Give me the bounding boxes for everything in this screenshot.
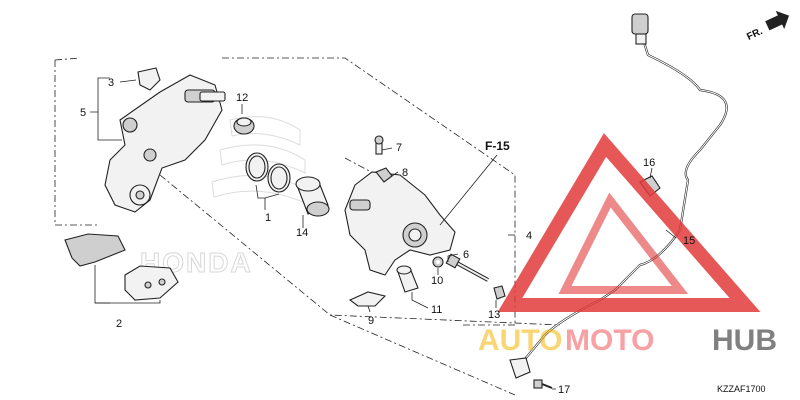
watermark-hub: HUB — [712, 324, 777, 357]
retainer-clip — [137, 67, 161, 91]
piston-part — [295, 176, 330, 217]
leader-lines — [90, 77, 677, 390]
callout-16: 16 — [643, 157, 655, 169]
front-direction-label: FR. — [745, 26, 764, 43]
washer-part — [432, 256, 444, 268]
front-direction-indicator: FR. — [745, 10, 790, 43]
callout-3: 3 — [108, 77, 114, 89]
callout-13: 13 — [488, 309, 500, 321]
watermark-auto: AUTO — [478, 324, 562, 357]
callout-6: 6 — [463, 249, 469, 261]
brake-pad-upper — [64, 233, 126, 267]
reference-label: F-15 — [485, 139, 510, 153]
callout-17: 17 — [558, 384, 570, 396]
caliper-bracket — [104, 74, 226, 213]
sensor-bolt — [533, 379, 553, 389]
callout-1: 1 — [265, 212, 271, 224]
callout-2: 2 — [116, 318, 122, 330]
bleeder-screw — [374, 135, 384, 155]
brake-pad-lower — [124, 265, 179, 301]
sensor-head — [509, 357, 531, 379]
nut-part — [493, 285, 506, 300]
callout-5: 5 — [80, 107, 86, 119]
callout-12: 12 — [236, 92, 248, 104]
pin-bolt — [445, 253, 489, 282]
callout-7: 7 — [396, 142, 402, 154]
callout-4: 4 — [526, 230, 532, 242]
callout-8: 8 — [402, 167, 408, 179]
callout-15: 15 — [683, 235, 695, 247]
callout-14: 14 — [296, 227, 308, 239]
watermark-moto: MOTO — [565, 324, 654, 357]
callouts: 1 2 3 4 5 6 7 8 9 10 11 12 13 14 15 16 1… — [80, 77, 695, 396]
callout-11: 11 — [431, 304, 442, 316]
caliper-body — [344, 171, 456, 276]
watermark-text: AUTO MOTO HUB — [478, 324, 777, 357]
front-arrow-icon — [765, 10, 790, 31]
callout-10: 10 — [431, 275, 443, 287]
callout-9: 9 — [368, 315, 374, 327]
pad-spring — [348, 291, 387, 307]
sensor-harness — [519, 13, 728, 366]
watermark-logo — [497, 133, 761, 312]
seal-rings — [245, 152, 291, 193]
boot-part — [233, 117, 255, 135]
drawing-code: KZZAF1700 — [717, 384, 766, 394]
sleeve-part — [396, 265, 419, 293]
